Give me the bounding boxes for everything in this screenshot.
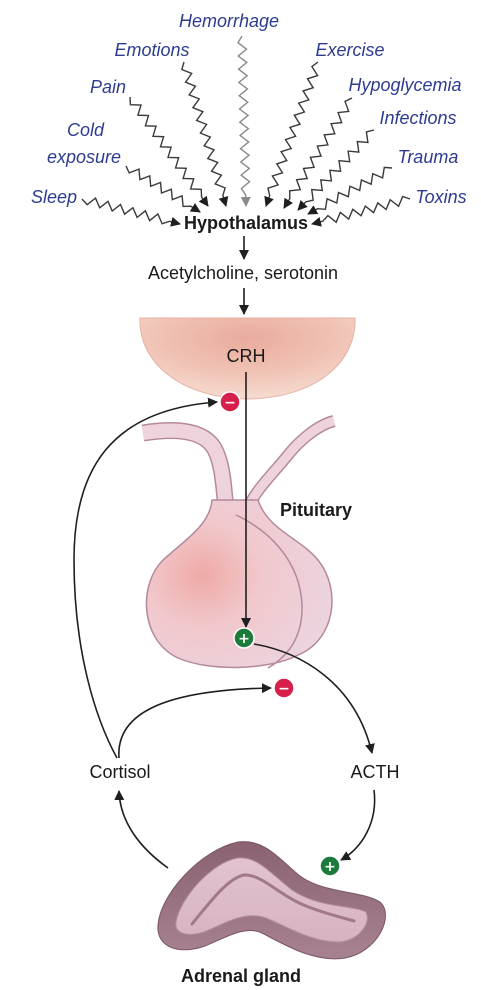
crh-label: CRH — [227, 346, 266, 366]
stressor-label-toxins: Toxins — [415, 187, 466, 207]
stressor-label-infections: Infections — [379, 108, 456, 128]
adrenal-inner-layer — [175, 857, 368, 943]
stressor-label-cold-exposure: Cold exposure — [47, 120, 121, 167]
arrow-adrenal-to-cortisol — [114, 790, 169, 869]
arrow-cortisol-to-hypothalamus-feedback — [73, 397, 218, 759]
pituitary-body — [145, 499, 333, 669]
adrenal-gland-shape — [157, 841, 386, 960]
stressor-label-hemorrhage: Hemorrhage — [179, 11, 279, 31]
stressor-arrow-hemorrhage — [237, 35, 251, 207]
neurotransmitters-label: Acetylcholine, serotonin — [148, 263, 338, 283]
stressor-arrow-cold-exposure — [125, 165, 201, 213]
positive-feedback-marker-adrenal: + — [319, 855, 341, 877]
arrow-pituitary-to-acth — [253, 643, 375, 754]
stressor-label-sleep: Sleep — [31, 187, 77, 207]
stressor-arrow-emotions — [180, 61, 229, 207]
stressor-arrow-trauma — [307, 166, 393, 215]
arrow-acth-to-adrenal — [340, 789, 376, 861]
stressor-arrow-toxins — [311, 195, 411, 227]
pituitary-gland — [141, 415, 336, 669]
stressor-label-pain: Pain — [90, 77, 126, 97]
stressor-arrow-infections — [297, 129, 375, 211]
stressor-label-line: exposure — [47, 147, 121, 167]
positive-feedback-circle — [319, 855, 341, 877]
negative-feedback-circle — [219, 391, 241, 413]
adrenal-medulla — [190, 873, 356, 926]
arrow-cortisol-to-pituitary-feedback — [118, 683, 272, 759]
plus-sign: + — [238, 631, 250, 647]
stressor-arrows — [81, 35, 411, 227]
pituitary-arm — [241, 416, 336, 514]
stressor-label-exercise: Exercise — [315, 40, 384, 60]
stressor-arrow-pain — [129, 96, 209, 207]
pituitary-lobe-divider — [235, 514, 303, 669]
negative-feedback-marker-hypothalamus: − — [219, 391, 241, 413]
adrenal-gland-label: Adrenal gland — [181, 966, 301, 986]
stressor-label-trauma: Trauma — [398, 147, 459, 167]
stressor-label-line: Cold — [67, 120, 105, 140]
positive-feedback-marker-pituitary: + — [233, 627, 255, 649]
plus-sign: + — [324, 859, 336, 875]
negative-feedback-circle — [273, 677, 295, 699]
stressor-label-hypoglycemia: Hypoglycemia — [348, 75, 461, 95]
minus-sign: − — [224, 395, 236, 411]
stressor-arrow-sleep — [81, 196, 181, 227]
stressor-arrow-hypoglycemia — [283, 97, 353, 209]
hypothalamus-label: Hypothalamus — [184, 213, 308, 233]
positive-feedback-circle — [233, 627, 255, 649]
negative-feedback-marker-pituitary: − — [273, 677, 295, 699]
minus-sign: − — [278, 681, 290, 697]
stressor-label-emotions: Emotions — [114, 40, 189, 60]
cortisol-label: Cortisol — [89, 762, 150, 782]
pituitary-stalk — [141, 423, 233, 513]
pituitary-arm-outline — [240, 415, 336, 515]
stressor-arrow-exercise — [264, 61, 319, 207]
pituitary-label: Pituitary — [280, 500, 352, 520]
acth-label: ACTH — [351, 762, 400, 782]
hypothalamus-shape — [139, 317, 356, 400]
